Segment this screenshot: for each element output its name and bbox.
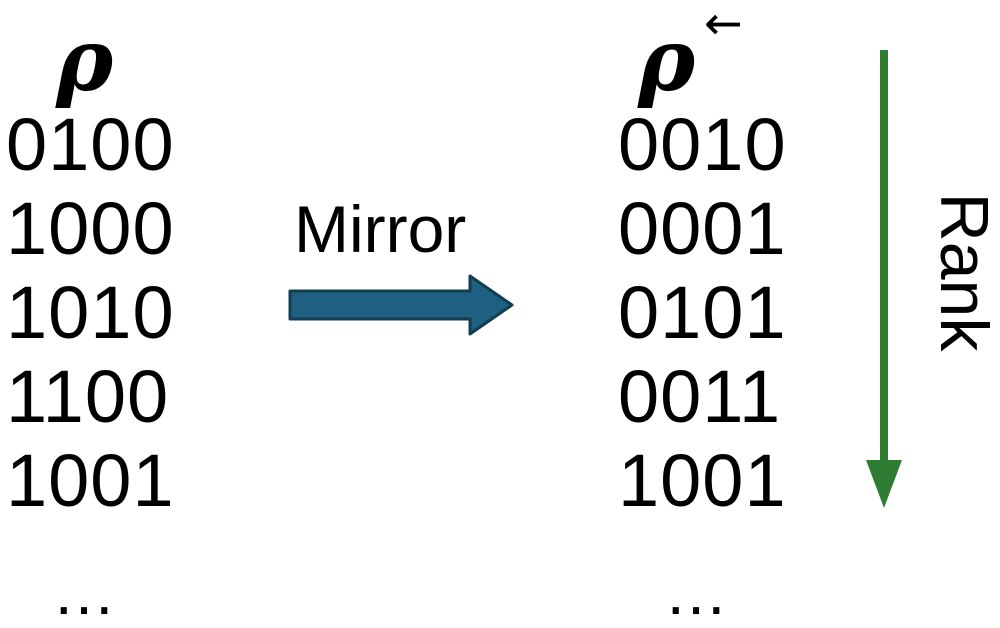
rho-symbol: ρ	[638, 10, 696, 111]
bitstring-row: 0010	[618, 103, 787, 186]
left-arrow-superscript: ←	[704, 0, 743, 50]
rho-symbol: ρ	[56, 10, 114, 111]
ellipsis: …	[664, 556, 728, 628]
bitstring-row: 1001	[6, 439, 175, 522]
bitstring-row: 1010	[6, 271, 175, 354]
bitstring-row: 0101	[618, 271, 787, 354]
rank-label: Rank	[926, 192, 1000, 352]
mirror-arrow-icon	[288, 274, 514, 336]
ellipsis: …	[52, 556, 116, 628]
bitstring-row: 1100	[6, 355, 170, 438]
bitstring-row: 0011	[618, 355, 782, 438]
rank-arrow-icon	[866, 50, 902, 508]
bitstring-row: 0100	[6, 103, 175, 186]
bitstring-row: 1001	[618, 439, 787, 522]
bitstring-row: 0001	[618, 187, 787, 270]
mirror-label: Mirror	[294, 192, 467, 266]
bitstring-row: 1000	[6, 187, 175, 270]
